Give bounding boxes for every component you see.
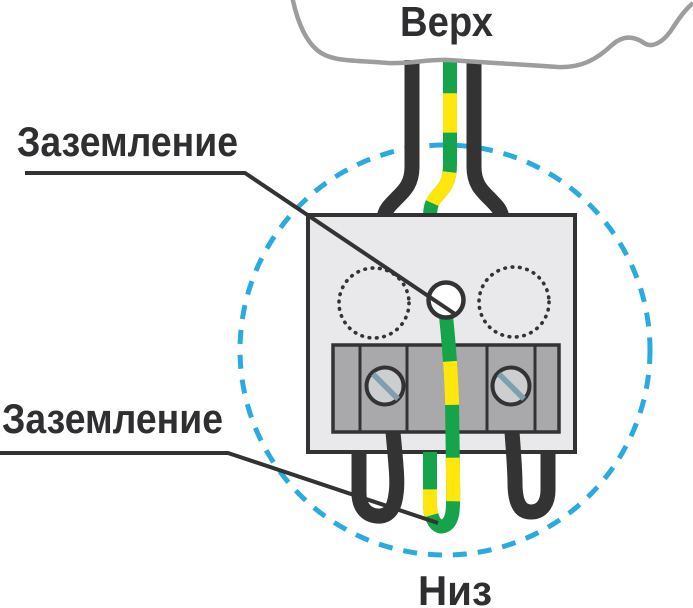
spare-wire-loop-left	[351, 431, 405, 524]
mounting-hole-right	[477, 265, 551, 339]
terminal-strip-dividers	[358, 345, 537, 432]
leader-line-upper	[25, 171, 457, 316]
phase-wire-left	[376, 60, 420, 220]
ground-wire-upper-yellow-stripes	[423, 60, 457, 219]
label-top: Верх	[400, 0, 494, 45]
wall-edge-line	[290, 0, 693, 70]
leader-line-lower	[0, 451, 439, 525]
mounting-hole-left	[337, 266, 411, 340]
ground-wire-lower-yellow-stripes	[423, 315, 461, 534]
terminal-screw-left-slot-icon	[371, 372, 400, 401]
label-bottom: Низ	[418, 567, 492, 608]
label-ground-lower: Заземление	[2, 395, 223, 442]
neutral-wire-right	[466, 60, 510, 220]
ground-screw	[426, 280, 466, 320]
terminal-screw-right-slot-icon	[497, 372, 526, 401]
spare-wire-loop-right	[504, 431, 556, 520]
label-ground-upper: Заземление	[17, 118, 238, 165]
mounting-box-dashed-circle	[237, 142, 653, 558]
